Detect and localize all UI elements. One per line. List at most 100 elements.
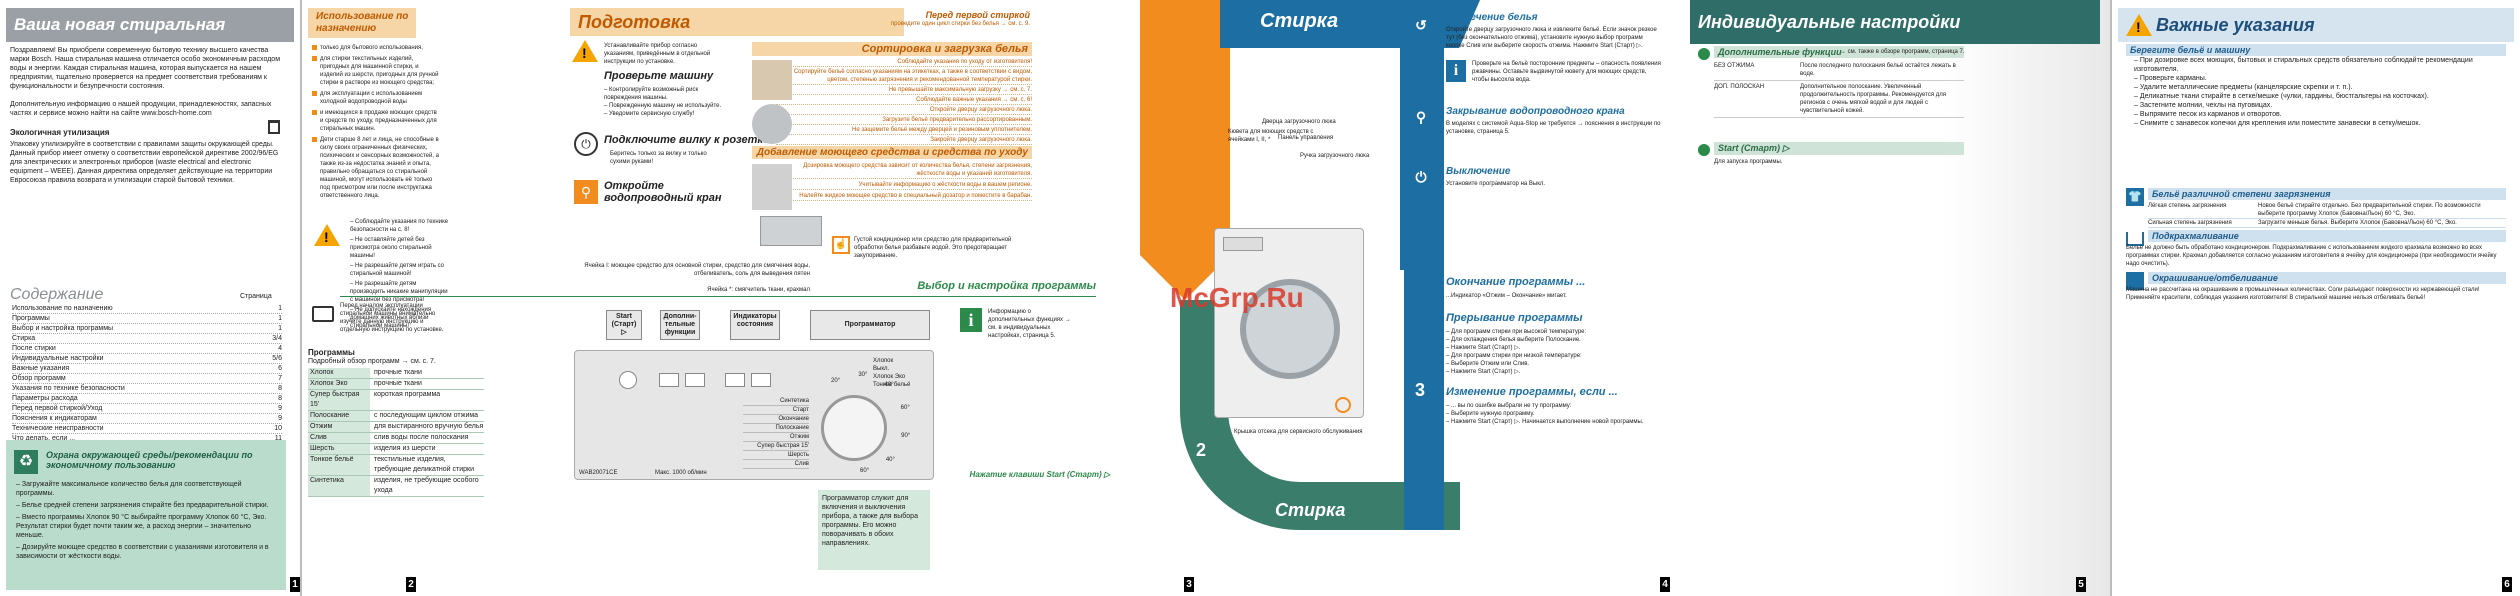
washer-image xyxy=(1214,228,1364,418)
care-item: – Проверьте карманы. xyxy=(2134,75,2207,82)
int-item: – Нажмите Start (Старт) ▷. xyxy=(1446,369,1521,375)
program-row: Супер быстрая 15'короткая программа xyxy=(308,390,484,411)
col-indicators: Индикаторы состояния xyxy=(730,310,780,340)
option-button-2[interactable] xyxy=(685,373,705,387)
check-item: – Поврежденную машину не используйте. xyxy=(604,103,722,109)
p3-header: Подготовка xyxy=(570,8,904,36)
p3-first-sub: проведите один цикл стирки без белья → с… xyxy=(890,21,1030,27)
start-button[interactable] xyxy=(619,371,637,389)
sort-item: Не защемите бельё между дверцей и резино… xyxy=(776,126,1032,135)
toc-page: 9 xyxy=(278,405,282,412)
prog-label-right: Выкл. xyxy=(873,366,890,372)
step-2: 2 xyxy=(1196,440,1207,460)
program-desc: текстильные изделия, требующие деликатно… xyxy=(374,456,475,473)
care-item: – Снимите с занавесок колечки для крепле… xyxy=(2134,120,2421,127)
tray-photo xyxy=(760,216,822,246)
toc-page: 11 xyxy=(274,435,282,442)
toc-page: 1 xyxy=(278,305,282,312)
toc-page: 7 xyxy=(278,375,282,382)
knob-note-box: Программатор служит для включения и выкл… xyxy=(818,490,930,570)
wash-title-2: Стирка xyxy=(1275,500,1346,520)
col-programmer: Программатор xyxy=(810,310,930,340)
divider xyxy=(2110,0,2112,596)
press-start: Нажатие клавиши Start (Старт) ▷ xyxy=(969,470,1110,479)
bullet xyxy=(312,45,317,50)
toc-page: 8 xyxy=(278,385,282,392)
page-1: Ваша новая стиральная машина Поздравляем… xyxy=(0,0,300,596)
laundry-photo xyxy=(752,60,792,100)
temp-label: 60° xyxy=(900,405,910,412)
program-desc: слив воды после полоскания xyxy=(374,434,469,441)
start-title: Start (Старт) ▷ xyxy=(1714,142,1964,155)
use-item: для стирки текстильных изделий, пригодны… xyxy=(312,55,440,87)
washer-door[interactable] xyxy=(1240,279,1340,379)
use-text: Дети старше 8 лет и лица, не способные в… xyxy=(320,137,440,199)
page-4-right: ↺ ⚲ ⏻ Извлечение белья Откройте дверцу з… xyxy=(1400,0,1700,596)
label-drawer: Кювета для моющих средств с ячейками I, … xyxy=(1228,129,1314,143)
prog-label-left: Супер быстрая 15' xyxy=(743,442,809,451)
program-name: Шерсть xyxy=(308,444,370,454)
ext-text: Откройте дверцу загрузочного люка и извл… xyxy=(1446,27,1657,49)
toc-row: После стирки 4 xyxy=(12,344,282,354)
prog-label-left: Слив xyxy=(743,460,809,469)
temp-label: 20° xyxy=(831,378,841,385)
install-warning-icon xyxy=(572,40,598,62)
prog-label-left: Окончание xyxy=(743,415,809,424)
prog-label-left: Синтетика xyxy=(743,397,809,406)
opt-name: ДОП. ПОЛОСКАН xyxy=(1714,84,1765,90)
tap-close-title: Закрывание водопроводного крана xyxy=(1446,106,1625,117)
toc-page: 1 xyxy=(278,315,282,322)
program-knob[interactable] xyxy=(821,395,887,461)
toc-page: 4 xyxy=(278,345,282,352)
bullet xyxy=(312,110,317,115)
temp-label: 40° xyxy=(884,382,894,389)
use-item: Дети старше 8 лет и лица, не способные в… xyxy=(312,136,440,200)
opt-ref: → см. также в обзоре программ, страница … xyxy=(1840,49,1965,55)
label-handle: Ручка загрузочного люка xyxy=(1300,153,1370,159)
toc-entry: Использование по назначению xyxy=(12,305,113,312)
bullet xyxy=(312,56,317,61)
page-number: 3 xyxy=(1184,577,1194,592)
program-name: Полоскание xyxy=(308,411,370,421)
toc-entry: Перед первой стиркой/Уход xyxy=(12,405,103,412)
p6-header: Важные указания xyxy=(2156,15,2315,35)
page-3: Подготовка Перед первой стиркой проведит… xyxy=(340,0,1194,596)
temps: 20°30°40°60°90°40°60° xyxy=(807,371,937,481)
env-list: – Загружайте максимальное количество бел… xyxy=(16,480,278,564)
bullet xyxy=(312,91,317,96)
use-text: для эксплуатации с использованием холодн… xyxy=(320,91,423,105)
service-hatch[interactable] xyxy=(1335,397,1351,413)
det-item: Учитывайте информацию о жёсткости воды в… xyxy=(776,181,1032,190)
toc-entry: Параметры расхода xyxy=(12,395,78,402)
warning-icon xyxy=(314,224,340,246)
detergent-drawer[interactable] xyxy=(1223,237,1263,251)
tray-note-1: Ячейка I: моющее средство для основной с… xyxy=(584,263,810,277)
p6-header-bar xyxy=(2118,8,2514,42)
page-5: Индивидуальные настройки Дополнительные … xyxy=(1690,0,2110,596)
sort-title: Сортировка и загрузка белья xyxy=(752,42,1032,56)
plug-icon: ⏻ xyxy=(574,132,598,156)
int-item: – Для программ стирки при высокой темпер… xyxy=(1446,329,1587,335)
opt-desc: После последнего полоскания бельё остаёт… xyxy=(1800,63,1956,77)
bullet xyxy=(312,137,317,142)
page-number: 2 xyxy=(406,577,416,592)
page-number: 5 xyxy=(2076,577,2086,592)
off-text: Установите программатор на Выкл. xyxy=(1446,181,1546,187)
door-photo xyxy=(752,104,792,144)
page-6: Важные указания Берегите бельё и машину … xyxy=(2110,0,2520,596)
hand-icon: ☝ xyxy=(832,236,850,254)
env-item: – Вместо программы Хлопок 90 °C выбирайт… xyxy=(16,514,267,539)
toc-entry: После стирки xyxy=(12,345,56,352)
option-button-1[interactable] xyxy=(659,373,679,387)
check-item: – Уведомите сервисную службу! xyxy=(604,111,695,117)
toc-page: 5/6 xyxy=(272,355,282,362)
